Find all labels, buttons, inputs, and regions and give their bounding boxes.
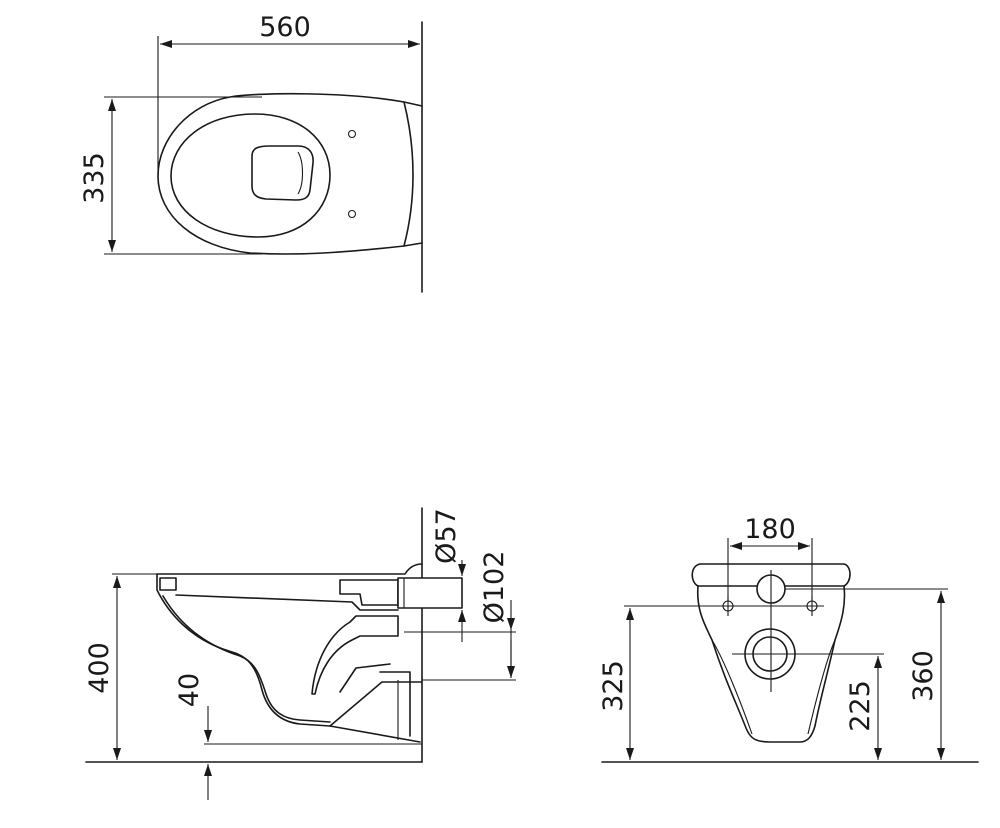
- top-drain-inner: [297, 151, 304, 195]
- top-bolt-hole-lower: [347, 209, 357, 219]
- top-bowl-outline: [157, 92, 414, 255]
- dim-400-label: 400: [84, 642, 115, 694]
- dim-560-label: 560: [259, 12, 311, 43]
- top-view: 560 335: [79, 12, 423, 293]
- top-drain: [251, 145, 314, 201]
- side-outlet-pipe: [379, 671, 411, 737]
- dim-102-label: Ø102: [479, 551, 510, 624]
- dim-180-label: 180: [744, 514, 796, 545]
- side-bowl-interior: [162, 595, 331, 723]
- dim-360-label: 360: [908, 650, 939, 702]
- dim-57-label: Ø57: [431, 508, 462, 564]
- dim-225-label: 225: [845, 680, 876, 732]
- side-trap-inner: [339, 663, 391, 693]
- front-body-crease-right: [807, 639, 836, 735]
- front-view: 180 325 225 360: [598, 514, 979, 763]
- side-outlet-bottom: [329, 681, 423, 727]
- side-view: 400 40 Ø57 Ø102: [84, 507, 516, 800]
- top-inner-rim: [170, 113, 331, 238]
- side-rim-channel: [159, 577, 177, 591]
- top-back-upper: [403, 101, 423, 107]
- dim-40-label: 40: [174, 673, 205, 707]
- side-trap: [311, 615, 399, 695]
- top-bolt-hole-upper: [347, 129, 357, 139]
- side-top-rim: [156, 563, 423, 575]
- top-back-lower: [403, 242, 423, 247]
- front-body-crease-left: [711, 639, 753, 735]
- side-inlet-lower: [175, 594, 399, 611]
- dim-335-label: 335: [79, 152, 110, 204]
- side-inlet-pipe: [397, 577, 463, 609]
- dim-325-label: 325: [598, 660, 629, 712]
